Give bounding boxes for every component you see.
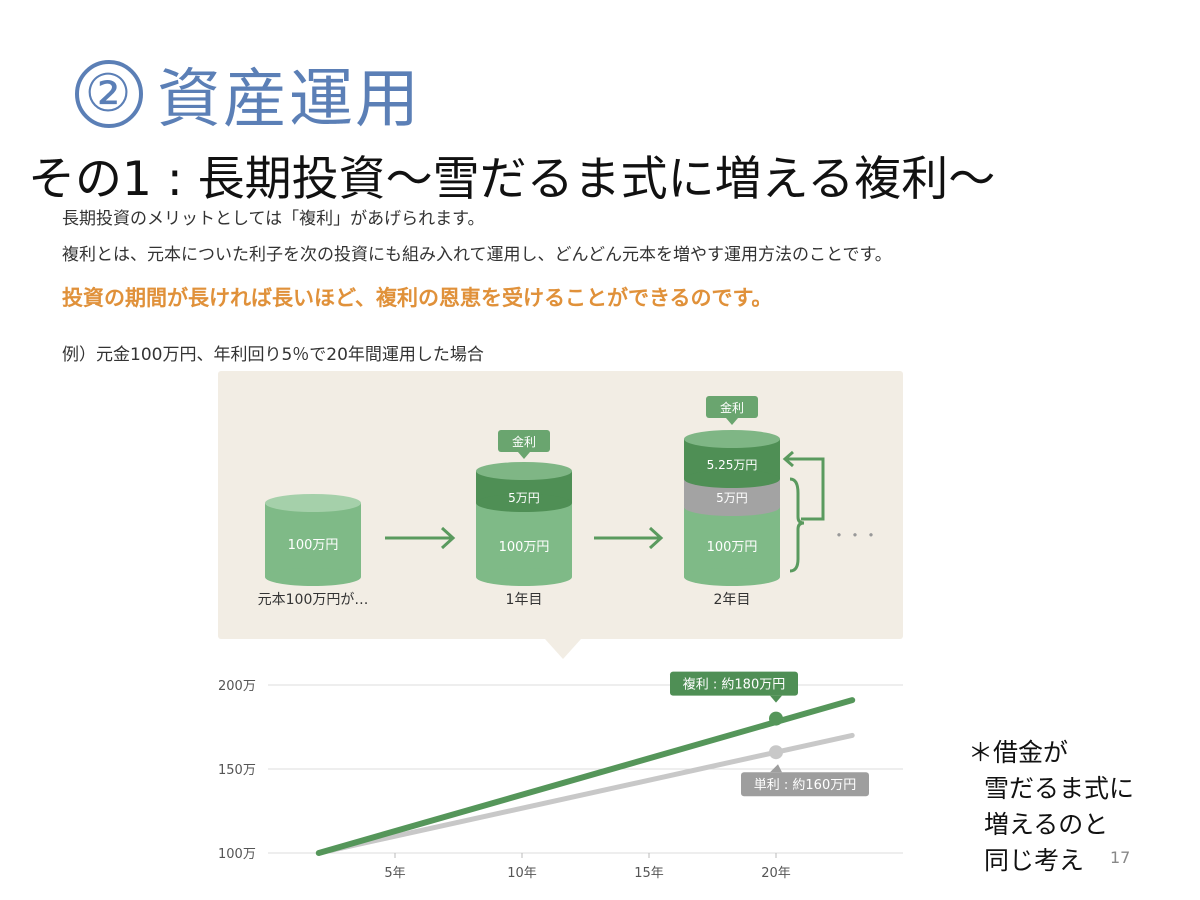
note-line-4: 同じ考え (984, 846, 1085, 875)
paragraph-1: 長期投資のメリットとしては「複利」があげられます。 (62, 209, 485, 229)
arrow-right-icon (594, 526, 664, 550)
arrow-right-icon (385, 526, 456, 550)
cyl0-bottom (265, 568, 361, 586)
note-line-1: ＊借金が (968, 738, 1069, 767)
ellipsis: ・・・ (831, 526, 879, 545)
cyl2-bottom (684, 568, 780, 586)
note-line-2: 雪だるま式に (984, 774, 1135, 803)
cyl0-caption: 元本100万円が… (258, 592, 369, 608)
series-label-pointer (770, 764, 782, 773)
series-line-単利 (316, 732, 855, 856)
cyl2-caption: 2年目 (714, 592, 751, 608)
x-tick-label: 10年 (507, 866, 537, 881)
x-tick-label: 15年 (634, 866, 664, 881)
cyl1-principal-label: 100万円 (499, 540, 550, 555)
note-line-3: 増えるのと (984, 810, 1109, 839)
y-tick-label: 150万 (218, 763, 256, 778)
cylinder-principal-only: 100万円 (265, 494, 361, 586)
series-label-pointer (770, 695, 782, 703)
cyl1-principal-body (476, 503, 572, 577)
x-tick-label: 20年 (761, 866, 791, 881)
svg-text:金利: 金利 (720, 400, 744, 415)
cylinder-year-1: 5万円 100万円 (476, 462, 572, 586)
series-marker-複利 (769, 711, 783, 726)
cyl2-prev-interest-label: 5万円 (716, 491, 748, 505)
cyl0-body (265, 503, 361, 577)
panel-notch (545, 639, 581, 659)
reinvest-bracket-icon (782, 450, 825, 573)
y-tick-label: 200万 (218, 679, 256, 694)
badge-kinri-1: 金利 (498, 430, 550, 459)
badge-kinri-2: 金利 (706, 396, 758, 425)
page-number: 17 (1110, 848, 1131, 867)
cyl1-bottom (476, 568, 572, 586)
series-line-複利 (315, 697, 856, 856)
series-label-bg-複利 (670, 671, 798, 696)
cyl1-interest-edge (476, 494, 572, 512)
growth-line-chart: 100万 150万 200万 5年 10年 15年 20年 単利 : 約160万円 複利 : 約… (218, 671, 903, 881)
cyl2-interest-label: 5.25万円 (707, 458, 758, 472)
series-label-bg-単利 (741, 772, 869, 797)
circled-number: ② (75, 60, 143, 128)
cyl1-caption: 1年目 (506, 592, 543, 608)
cylinder-year-2: 5.25万円 5万円 100万円 (684, 430, 780, 586)
slide-subtitle: その1 : 長期投資～雪だるま式に増える複利～ (28, 152, 996, 207)
cyl2-top (684, 430, 780, 448)
series-label-単利: 単利 : 約160万円 (754, 777, 856, 793)
cyl1-top (476, 462, 572, 480)
y-tick-label: 100万 (218, 847, 256, 862)
series-label-複利: 複利 : 約180万円 (683, 677, 785, 693)
cyl2-principal-label: 100万円 (707, 540, 758, 555)
cyl0-top (265, 494, 361, 512)
svg-text:金利: 金利 (512, 434, 536, 449)
cyl2-interest-edge (684, 470, 780, 488)
series-marker-単利 (769, 745, 783, 760)
cyl0-label: 100万円 (288, 538, 339, 553)
x-tick-label: 5年 (384, 866, 405, 881)
cyl2-prev-interest-edge (684, 498, 780, 516)
compound-diagram: 100万円 元本100万円が… 5万円 100万円 金利 1年目 5.25万円 (258, 396, 879, 608)
example-text: 例）元金100万円、年利回り5％で20年間運用した場合 (62, 345, 484, 365)
title-text: 資産運用 (157, 63, 421, 137)
slide-title: ② 資産運用 (75, 48, 421, 140)
paragraph-2: 複利とは、元本についた利子を次の投資にも組み入れて運用し、どんどん元本を増やす運… (62, 245, 892, 265)
cyl2-principal-body (684, 507, 780, 577)
cyl1-interest-label: 5万円 (508, 491, 540, 505)
highlight-text: 投資の期間が長ければ長いほど、複利の恩恵を受けることができるのです。 (62, 286, 773, 310)
side-note: ＊借金が 雪だるま式に 増えるのと 同じ考え (968, 735, 1134, 879)
